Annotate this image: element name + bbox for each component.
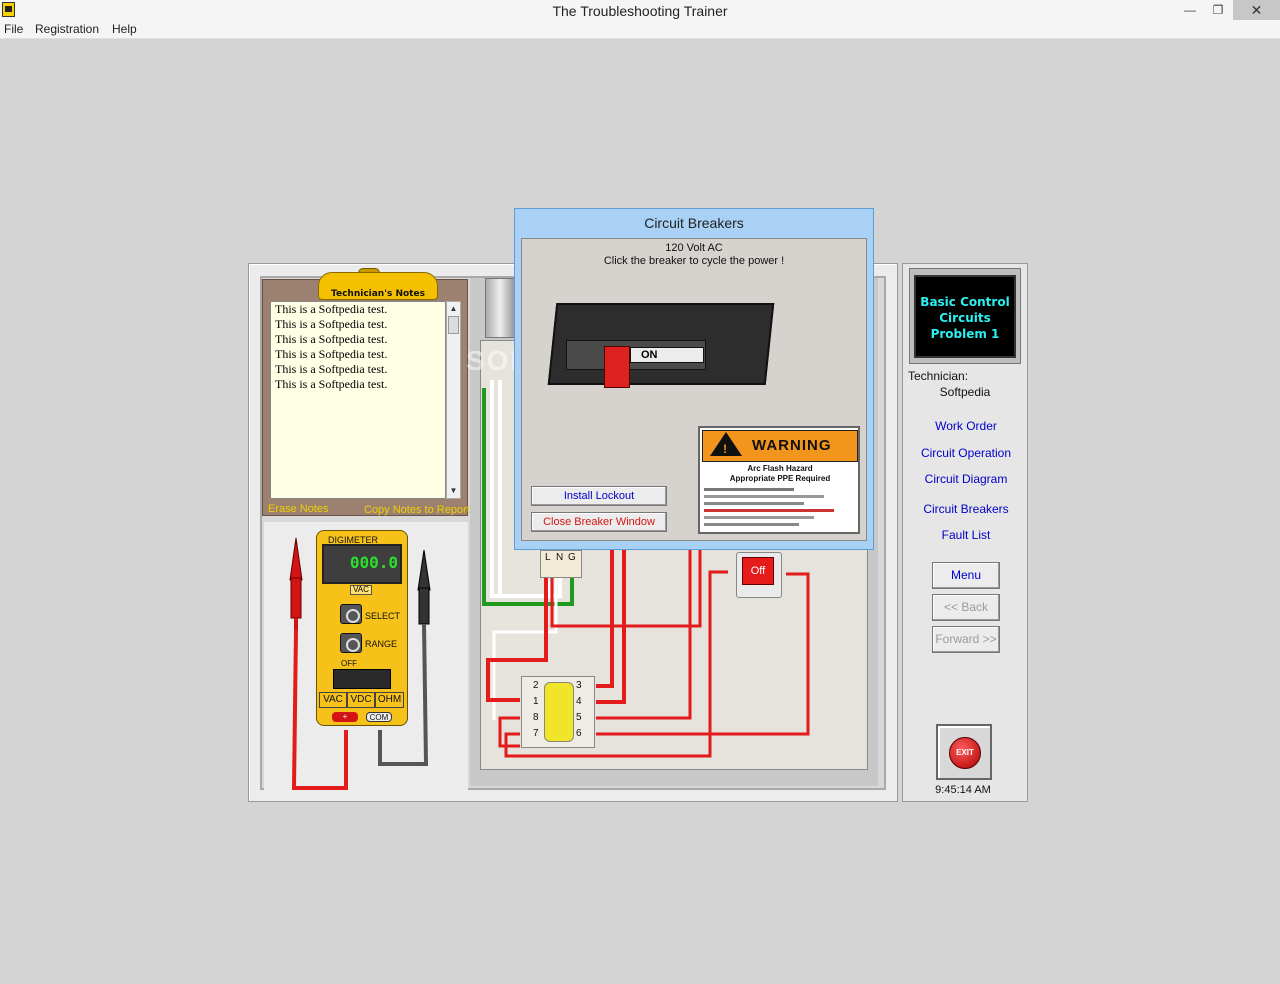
circuit-wires: [482, 380, 810, 758]
close-button[interactable]: ✕: [1233, 0, 1280, 20]
breaker-state: ON: [630, 347, 704, 363]
relay-pin: 3: [576, 680, 582, 691]
red-lead-wire: [291, 629, 348, 790]
warning-fine-print: [704, 509, 834, 512]
install-lockout-button[interactable]: Install Lockout: [531, 486, 667, 506]
warning-icon: [710, 432, 742, 456]
technician-name: Softpedia: [939, 385, 991, 399]
back-button[interactable]: << Back: [932, 594, 1000, 621]
circuit-diagram-link[interactable]: Circuit Diagram: [924, 472, 1008, 486]
meter-probe-black[interactable]: [417, 549, 431, 625]
plus-jack[interactable]: +: [332, 712, 358, 722]
copy-notes-button[interactable]: Copy Notes to Report: [364, 504, 470, 516]
erase-notes-button[interactable]: Erase Notes: [268, 503, 329, 515]
range-button[interactable]: [340, 633, 362, 653]
menu-bar: File Registration Help: [0, 21, 1280, 39]
meter-dial[interactable]: [333, 669, 391, 689]
notes-title: Technician's Notes: [331, 289, 425, 299]
notes-line: This is a Softpedia test.: [275, 377, 388, 391]
work-order-link[interactable]: Work Order: [935, 419, 997, 433]
clock: 9:45:14 AM: [935, 784, 991, 796]
warning-fine-print: [704, 502, 804, 505]
notes-line: This is a Softpedia test.: [275, 302, 388, 316]
problem-line: Problem 1: [930, 327, 1000, 341]
forward-button[interactable]: Forward >>: [932, 626, 1000, 653]
problem-display: [914, 275, 1016, 358]
meter-reading: 000.0: [349, 553, 398, 572]
range-label: RANGE: [365, 639, 398, 649]
problem-line: Basic Control: [920, 295, 1010, 309]
warning-fine-print: [704, 495, 824, 498]
warning-line: Appropriate PPE Required: [729, 474, 831, 483]
warning-fine-print: [704, 488, 794, 491]
terminal-label: N: [556, 552, 564, 563]
menu-button[interactable]: Menu: [932, 562, 1000, 589]
meter-display: [322, 544, 402, 584]
scroll-up-icon[interactable]: ▲: [449, 304, 458, 313]
mode-vac-button[interactable]: VAC: [319, 692, 347, 708]
app-icon: [2, 2, 15, 17]
menu-file[interactable]: File: [4, 22, 24, 36]
exclamation-icon: !: [723, 442, 727, 456]
breaker-handle[interactable]: [604, 346, 630, 388]
relay-pin: 5: [576, 712, 582, 723]
voltage-label: 120 Volt AC: [665, 242, 723, 254]
menu-registration[interactable]: Registration: [35, 22, 100, 36]
mode-ohm-button[interactable]: OHM: [375, 692, 404, 708]
minimize-button[interactable]: —: [1184, 3, 1196, 17]
scroll-thumb[interactable]: [448, 316, 459, 334]
meter-unit-tag: VAC: [350, 585, 372, 595]
meter-brand: DIGIMETER: [328, 535, 379, 545]
relay-pin: 8: [533, 712, 539, 723]
relay-pin: 7: [533, 728, 539, 739]
instruction-label: Click the breaker to cycle the power !: [603, 255, 785, 267]
terminal-label: G: [568, 552, 576, 563]
warning-header: [702, 430, 858, 462]
notes-line: This is a Softpedia test.: [275, 347, 388, 361]
select-button[interactable]: [340, 604, 362, 624]
terminal-label: L: [545, 552, 551, 563]
black-lead-wire: [378, 623, 429, 766]
exit-frame: [936, 724, 992, 780]
notes-scrollbar[interactable]: ▲ ▼: [446, 301, 461, 499]
conduit-pipe: [485, 278, 515, 338]
mode-vdc-button[interactable]: VDC: [347, 692, 375, 708]
relay-core: [544, 682, 574, 742]
maximize-button[interactable]: ❐: [1212, 3, 1224, 17]
notes-textarea[interactable]: [270, 301, 446, 499]
relay-pin: 6: [576, 728, 582, 739]
notes-clip: [318, 272, 438, 300]
notes-line: This is a Softpedia test.: [275, 332, 388, 346]
fault-list-link[interactable]: Fault List: [941, 528, 991, 542]
dialog-title: Circuit Breakers: [644, 215, 744, 231]
warning-title: WARNING: [752, 437, 832, 454]
notes-line: This is a Softpedia test.: [275, 362, 388, 376]
off-button[interactable]: Off: [742, 557, 774, 585]
circuit-operation-link[interactable]: Circuit Operation: [920, 446, 1012, 460]
select-label: SELECT: [365, 611, 401, 621]
scroll-down-icon[interactable]: ▼: [449, 486, 458, 495]
circuit-breakers-link[interactable]: Circuit Breakers: [923, 502, 1009, 516]
relay-pin: 4: [576, 696, 582, 707]
exit-button[interactable]: EXIT: [949, 737, 981, 769]
warning-fine-print: [704, 523, 799, 526]
com-jack[interactable]: COM: [366, 712, 392, 722]
warning-line: Arc Flash Hazard: [747, 464, 813, 473]
close-breaker-window-button[interactable]: Close Breaker Window: [531, 512, 667, 532]
window-title: The Troubleshooting Trainer: [552, 3, 728, 19]
meter-probe-red[interactable]: [289, 537, 303, 630]
relay-pin: 2: [533, 680, 539, 691]
warning-fine-print: [704, 516, 814, 519]
relay-pin: 1: [533, 696, 539, 707]
menu-help[interactable]: Help: [112, 22, 137, 36]
notes-line: This is a Softpedia test.: [275, 317, 388, 331]
meter-off-label: OFF: [341, 659, 357, 668]
technician-label: Technician:: [908, 369, 969, 383]
problem-line: Circuits: [939, 311, 991, 325]
terminal-block[interactable]: [540, 550, 582, 578]
title-bar: The Troubleshooting Trainer — ❐ ✕: [0, 0, 1280, 21]
